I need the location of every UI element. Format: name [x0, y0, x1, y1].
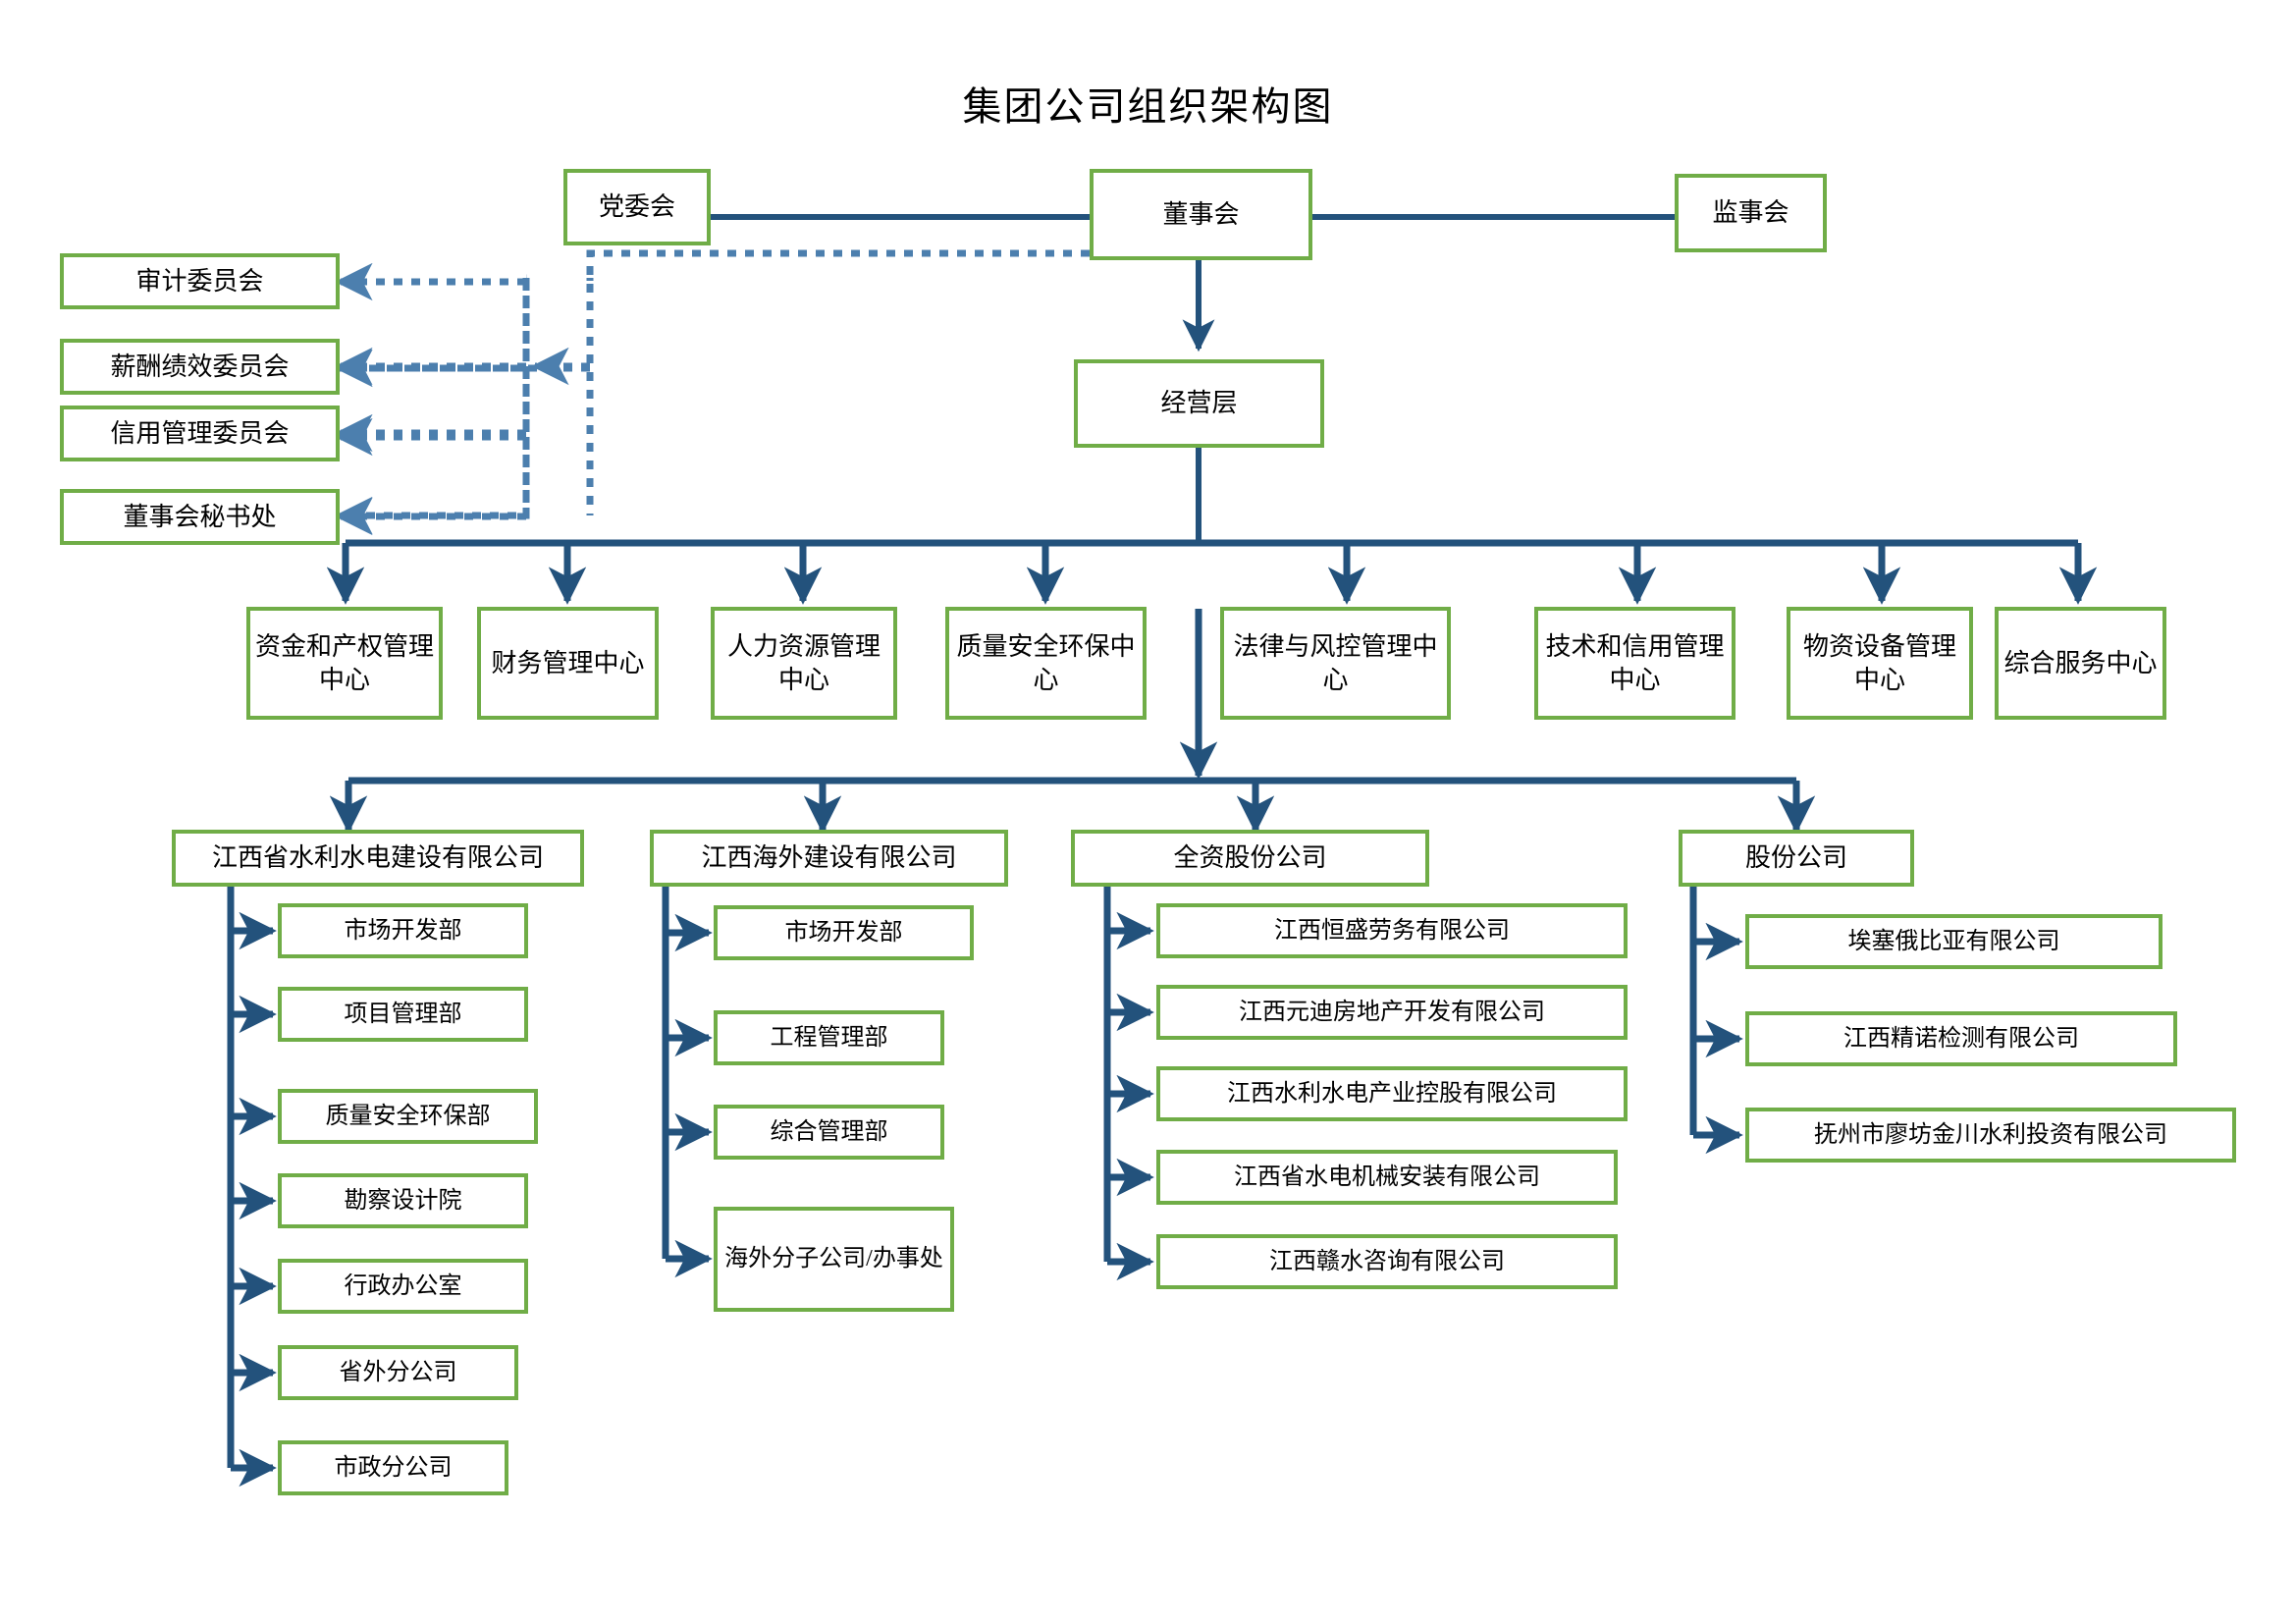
- box-committee-0[interactable]: 审计委员会: [60, 253, 340, 309]
- box-sub0-child-3[interactable]: 勘察设计院: [278, 1173, 528, 1228]
- box-board-of-supervisors[interactable]: 监事会: [1675, 174, 1827, 252]
- box-sub0-child-1[interactable]: 项目管理部: [278, 987, 528, 1042]
- box-sub0-child-0[interactable]: 市场开发部: [278, 903, 528, 958]
- box-sub0-child-6[interactable]: 市政分公司: [278, 1440, 508, 1495]
- box-board-of-directors[interactable]: 董事会: [1090, 169, 1312, 260]
- box-committee-3[interactable]: 董事会秘书处: [60, 489, 340, 545]
- box-center-1[interactable]: 财务管理中心: [477, 607, 659, 720]
- box-committee-1[interactable]: 薪酬绩效委员会: [60, 339, 340, 395]
- box-center-2[interactable]: 人力资源管理中心: [711, 607, 897, 720]
- box-management-layer[interactable]: 经营层: [1074, 359, 1324, 448]
- box-committee-2[interactable]: 信用管理委员会: [60, 406, 340, 461]
- box-party-committee[interactable]: 党委会: [563, 169, 711, 245]
- box-sub3-child-1[interactable]: 江西精诺检测有限公司: [1745, 1011, 2177, 1066]
- box-subsidiary-0[interactable]: 江西省水利水电建设有限公司: [172, 830, 584, 887]
- box-subsidiary-1[interactable]: 江西海外建设有限公司: [650, 830, 1008, 887]
- box-sub2-child-0[interactable]: 江西恒盛劳务有限公司: [1156, 903, 1628, 958]
- box-sub2-child-3[interactable]: 江西省水电机械安装有限公司: [1156, 1150, 1618, 1205]
- box-sub3-child-2[interactable]: 抚州市廖坊金川水利投资有限公司: [1745, 1108, 2236, 1163]
- box-sub0-child-5[interactable]: 省外分公司: [278, 1345, 518, 1400]
- page-title: 集团公司组织架构图: [962, 84, 1334, 129]
- box-center-6[interactable]: 物资设备管理中心: [1787, 607, 1973, 720]
- box-sub3-child-0[interactable]: 埃塞俄比亚有限公司: [1745, 914, 2163, 969]
- box-sub2-child-4[interactable]: 江西赣水咨询有限公司: [1156, 1234, 1618, 1289]
- box-sub2-child-1[interactable]: 江西元迪房地产开发有限公司: [1156, 985, 1628, 1040]
- box-center-0[interactable]: 资金和产权管理中心: [246, 607, 443, 720]
- box-center-3[interactable]: 质量安全环保中心: [945, 607, 1147, 720]
- box-center-5[interactable]: 技术和信用管理中心: [1534, 607, 1735, 720]
- box-sub0-child-4[interactable]: 行政办公室: [278, 1259, 528, 1314]
- box-subsidiary-2[interactable]: 全资股份公司: [1071, 830, 1429, 887]
- box-center-4[interactable]: 法律与风控管理中心: [1220, 607, 1451, 720]
- box-sub2-child-2[interactable]: 江西水利水电产业控股有限公司: [1156, 1066, 1628, 1121]
- box-sub1-child-1[interactable]: 工程管理部: [714, 1010, 944, 1065]
- box-sub0-child-2[interactable]: 质量安全环保部: [278, 1089, 538, 1144]
- box-center-7[interactable]: 综合服务中心: [1995, 607, 2166, 720]
- box-subsidiary-3[interactable]: 股份公司: [1679, 830, 1914, 887]
- box-sub1-child-3[interactable]: 海外分子公司/办事处: [714, 1207, 954, 1312]
- box-sub1-child-0[interactable]: 市场开发部: [714, 905, 974, 960]
- box-sub1-child-2[interactable]: 综合管理部: [714, 1105, 944, 1160]
